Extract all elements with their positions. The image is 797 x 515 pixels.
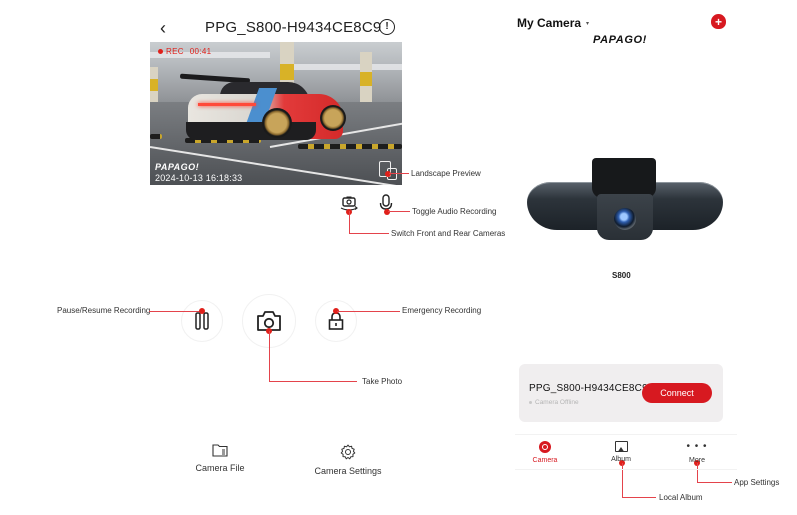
callout-line <box>349 211 350 233</box>
camera-bottom-nav: Camera File Camera Settings <box>150 444 402 504</box>
callout-line <box>389 173 409 174</box>
watermark-datetime: 2024-10-13 16:18:33 <box>155 173 243 183</box>
callout-take-photo: Take Photo <box>362 377 403 386</box>
rec-dot-icon <box>158 49 163 54</box>
dashcam-product-image <box>527 158 723 258</box>
preview-pillar <box>150 67 158 105</box>
camera-settings-label: Camera Settings <box>314 466 382 476</box>
tab-album[interactable]: Album <box>596 441 646 463</box>
callout-line <box>697 463 698 483</box>
pause-resume-button[interactable] <box>181 300 223 342</box>
camera-file-button[interactable]: Camera File <box>190 444 250 473</box>
callout-line <box>337 311 400 312</box>
gear-icon <box>340 444 356 460</box>
rec-label: REC <box>166 47 184 56</box>
car-wheel <box>262 108 292 138</box>
preview-beam <box>150 52 270 58</box>
callout-app-settings: App Settings <box>734 478 780 487</box>
live-preview[interactable]: REC 00:41 PAPAGO! 2024-10-13 16:18:33 <box>150 42 402 185</box>
callout-dot <box>333 308 339 314</box>
watermark-brand: PAPAGO! <box>155 162 200 172</box>
dashcam-mount <box>592 158 656 198</box>
tab-more[interactable]: • • • More <box>672 441 722 464</box>
callout-line <box>269 381 357 382</box>
callout-line <box>622 497 656 498</box>
tab-more-label: More <box>689 457 705 464</box>
camera-icon <box>257 311 281 331</box>
car-bottom <box>186 122 316 140</box>
status-dot-icon <box>529 401 532 404</box>
connect-button[interactable]: Connect <box>642 383 712 403</box>
callout-local-album: Local Album <box>659 493 703 502</box>
callout-line <box>269 331 270 381</box>
callout-line <box>388 211 410 212</box>
brand-logo: PAPAGO! <box>593 34 647 46</box>
callout-dot <box>384 209 390 215</box>
camera-selector[interactable]: My Camera ▾ <box>517 16 589 30</box>
camera-file-label: Camera File <box>195 463 245 473</box>
device-status-text: Camera Offline <box>535 399 579 406</box>
camera-selector-label: My Camera <box>517 16 582 30</box>
tab-album-label: Album <box>611 456 631 463</box>
device-status: Camera Offline <box>529 399 579 406</box>
callout-line <box>697 482 732 483</box>
preview-pillar <box>360 52 372 106</box>
callout-line <box>349 233 389 234</box>
app-tab-bar: Camera Album • • • More <box>515 434 737 470</box>
device-name: PPG_S800-H9434CE8C9 <box>529 383 648 394</box>
rec-indicator: REC 00:41 <box>158 47 211 56</box>
plus-icon: + <box>714 14 722 29</box>
callout-dot <box>385 171 391 177</box>
preview-wheel-stop <box>150 134 162 139</box>
callout-landscape-preview: Landscape Preview <box>411 169 481 178</box>
caret-down-icon: ▾ <box>586 20 590 27</box>
callout-switch-cameras: Switch Front and Rear Cameras <box>391 229 506 238</box>
more-icon: • • • <box>686 441 708 452</box>
pause-icon <box>195 312 209 330</box>
rec-time: 00:41 <box>189 47 212 56</box>
album-icon <box>614 441 628 452</box>
camera-tab-icon <box>539 441 551 453</box>
callout-line <box>149 311 201 312</box>
callout-pause-resume: Pause/Resume Recording <box>57 306 151 315</box>
tab-camera-label: Camera <box>532 457 558 464</box>
take-photo-button[interactable] <box>242 294 296 348</box>
back-icon[interactable]: ‹ <box>160 18 166 38</box>
car-wheel <box>320 105 346 131</box>
device-model-label: S800 <box>612 271 631 280</box>
add-camera-button[interactable]: + <box>711 14 726 29</box>
camera-settings-button[interactable]: Camera Settings <box>308 444 388 476</box>
emergency-recording-button[interactable] <box>315 300 357 342</box>
preview-wheel-stop <box>185 138 261 143</box>
lock-icon <box>328 312 344 330</box>
car-taillight <box>198 103 256 106</box>
dashcam-lens <box>614 208 636 230</box>
callout-line <box>622 463 623 497</box>
tab-camera[interactable]: Camera <box>520 441 570 464</box>
preview-beam <box>280 64 402 70</box>
callout-toggle-audio: Toggle Audio Recording <box>412 207 497 216</box>
callout-dot <box>199 308 205 314</box>
preview-wheel-stop <box>298 144 402 149</box>
info-icon[interactable]: ! <box>379 19 395 35</box>
callout-emergency: Emergency Recording <box>402 306 482 315</box>
page-title: PPG_S800-H9434CE8C9 <box>205 19 382 36</box>
folder-icon <box>212 444 228 457</box>
device-card[interactable]: PPG_S800-H9434CE8C9 Camera Offline Conne… <box>519 364 723 422</box>
